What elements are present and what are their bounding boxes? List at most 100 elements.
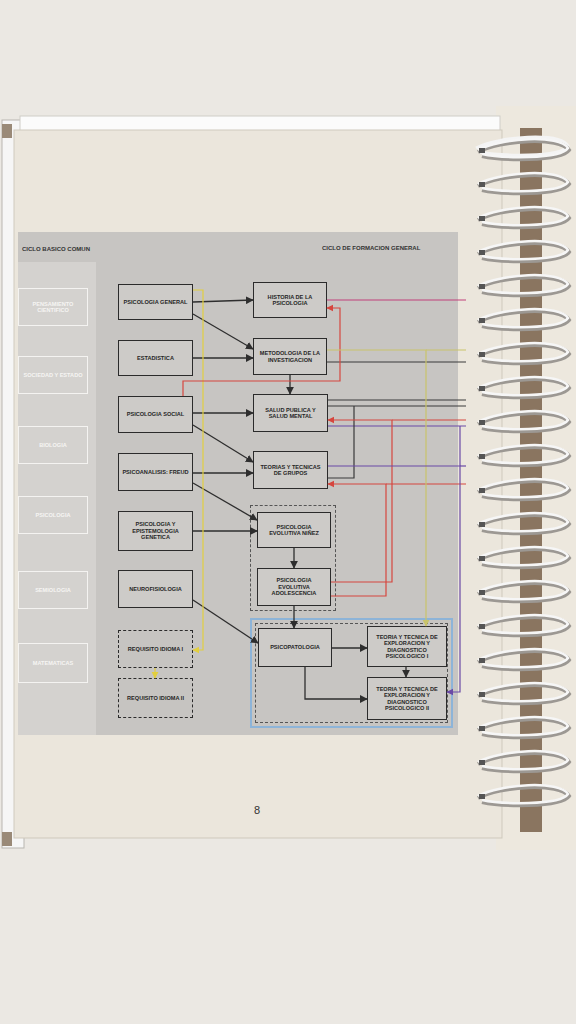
course-box: TEORIA Y TECNICA DE EXPLORACION Y DIAGNO…	[367, 677, 447, 720]
node-text: PSICOLOGIA Y EPISTEMOLOGIA GENETICA	[119, 521, 192, 540]
spiral-ring-shadow	[478, 549, 569, 567]
spiral-binding	[476, 137, 569, 805]
offpage-line	[328, 406, 354, 478]
binding-hole	[479, 590, 485, 595]
spiral-ring	[478, 309, 568, 327]
prerequisite-arrow	[293, 606, 294, 628]
node-text: REQUISITO IDIOMA II	[125, 695, 186, 701]
node-text: NEUROFISIOLOGIA	[127, 586, 184, 592]
spiral-ring-shadow	[478, 277, 569, 295]
offpage-line	[460, 465, 466, 466]
spiral-ring	[478, 343, 568, 361]
binding-hole	[479, 148, 485, 153]
section-heading: CICLO BASICO COMUN	[22, 246, 90, 252]
language-requirement-box: REQUISITO IDIOMA I	[118, 630, 193, 668]
prerequisite-arrow	[328, 420, 392, 582]
spiral-ring-shadow	[478, 209, 569, 227]
node-text: PSICOLOGIA EVOLUTIVA NIÑEZ	[258, 524, 330, 537]
offpage-line	[327, 361, 466, 362]
node-text: SEMIOLOGIA	[33, 587, 73, 593]
spiral-ring	[478, 649, 568, 667]
spiral-ring	[478, 479, 568, 497]
spiral-ring-shadow	[478, 753, 569, 771]
prerequisite-arrow	[328, 484, 386, 596]
node-text: HISTORIA DE LA PSICOLOGIA	[254, 294, 326, 307]
prerequisite-arrow	[154, 668, 155, 678]
binding-hole	[479, 794, 485, 799]
spiral-ring-shadow	[478, 345, 569, 363]
course-box: PSICOLOGIA EVOLUTIVA NIÑEZ	[257, 512, 331, 548]
spiral-ring-shadow	[478, 243, 569, 261]
prerequisite-arrow	[183, 308, 340, 396]
metal-corner	[2, 124, 12, 138]
page-number: 8	[254, 804, 260, 816]
binding-hole	[479, 726, 485, 731]
course-box: METODOLOGIA DE LA INVESTIGACION	[253, 338, 327, 375]
binding-hole	[479, 182, 485, 187]
spiral-ring-shadow	[478, 787, 569, 805]
prerequisite-arrow	[328, 466, 460, 692]
metal-corner	[2, 832, 12, 846]
binding-hole	[479, 250, 485, 255]
binding-hole	[479, 760, 485, 765]
node-text: PSICOPATOLOGIA	[268, 644, 322, 650]
diagram-background	[18, 232, 458, 735]
spiral-ring	[478, 173, 568, 191]
course-box: SALUD PUBLICA Y SALUD MENTAL	[253, 394, 328, 432]
node-text: PSICOLOGIA	[33, 512, 72, 518]
offpage-line	[328, 425, 466, 426]
binding-strip	[520, 128, 542, 832]
binding-hole	[479, 352, 485, 357]
node-text: SALUD PUBLICA Y SALUD MENTAL	[254, 407, 327, 420]
spiral-ring-shadow	[478, 311, 569, 329]
spiral-ring	[478, 241, 568, 259]
course-box: PSICOANALISIS: FREUD	[118, 453, 193, 491]
prerequisite-arrow	[193, 290, 203, 650]
spiral-ring-shadow	[478, 175, 569, 193]
node-text: ESTADISTICA	[135, 355, 176, 361]
cbc-subject-box: SEMIOLOGIA	[18, 571, 88, 609]
binding-hole	[479, 216, 485, 221]
node-text: BIOLOGIA	[37, 442, 69, 448]
cbc-column	[18, 262, 96, 735]
course-box: PSICOLOGIA Y EPISTEMOLOGIA GENETICA	[118, 511, 193, 551]
spiral-ring	[478, 275, 568, 293]
node-text: PENSAMIENTO CIENTIFICO	[19, 301, 87, 314]
spiral-ring-shadow	[478, 481, 569, 499]
binding-hole	[479, 386, 485, 391]
prerequisite-arrow	[293, 548, 294, 568]
binding-hole	[479, 692, 485, 697]
spiral-ring	[478, 547, 568, 565]
spiral-ring	[478, 785, 568, 803]
binding-hole	[479, 420, 485, 425]
prerequisite-arrow	[193, 412, 253, 413]
offpage-line	[392, 419, 466, 420]
course-box: ESTADISTICA	[118, 340, 193, 376]
spiral-ring	[478, 751, 568, 769]
node-text: SOCIEDAD Y ESTADO	[21, 372, 84, 378]
binding-hole	[479, 658, 485, 663]
spiral-ring-shadow	[478, 685, 569, 703]
prerequisite-arrow	[193, 483, 257, 520]
node-text: PSICOLOGIA EVOLUTIVA ADOLESCENCIA	[258, 577, 330, 596]
prerequisite-arrow	[332, 647, 367, 648]
spiral-ring	[478, 411, 568, 429]
spiral-ring	[478, 581, 568, 599]
offpage-line	[327, 299, 466, 300]
course-box: PSICOLOGIA GENERAL	[118, 284, 193, 320]
binding-hole	[479, 624, 485, 629]
prerequisite-arrow	[193, 314, 253, 349]
cbc-subject-box: SOCIEDAD Y ESTADO	[18, 356, 88, 394]
node-text: MATEMATICAS	[31, 660, 76, 666]
course-box: TEORIA Y TECNICA DE EXPLORACION Y DIAGNO…	[367, 626, 447, 667]
prerequisite-arrow	[305, 667, 367, 699]
spiral-ring-shadow	[478, 651, 569, 669]
prerequisite-arrow	[405, 667, 406, 677]
spiral-ring-shadow	[478, 413, 569, 431]
notebook-page	[14, 130, 502, 838]
cbc-subject-box: PSICOLOGIA	[18, 496, 88, 534]
node-text: METODOLOGIA DE LA INVESTIGACION	[254, 350, 326, 363]
course-box: TEORIAS Y TECNICAS DE GRUPOS	[253, 451, 328, 489]
spiral-ring	[478, 717, 568, 735]
node-text: PSICOLOGIA GENERAL	[122, 299, 190, 305]
